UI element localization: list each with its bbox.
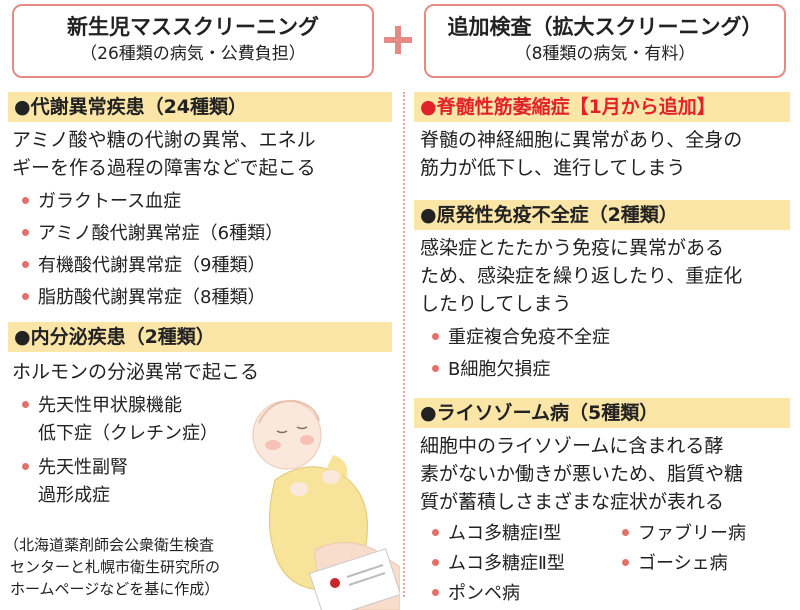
lysosomal-desc-line3: 質が蓄積しさまざまな症状が表れる — [420, 491, 725, 513]
left-box-subtitle: （26種類の病気・公費負担） — [80, 44, 306, 64]
section-header-metabolic: ●代謝異常疾患（24種類） — [8, 92, 392, 122]
immuno-item: 重症複合免疫不全症 — [432, 324, 610, 352]
source-note-line3: ホームページなどを基に作成） — [10, 580, 220, 598]
endocrine-desc: ホルモンの分泌異常で起こる — [12, 361, 260, 383]
lysosomal-desc-line2: 素がないか働きが悪いため、脂質や糖 — [420, 463, 744, 485]
sma-desc-line1: 脊髄の神経細胞に異常があり、全身の — [420, 129, 743, 151]
screening-box-left: 新生児マススクリーニング （26種類の病気・公費負担） — [12, 4, 374, 78]
section-header-sma: ●脊髄性筋萎縮症【1月から追加】 — [414, 92, 790, 122]
lysosomal-desc-line1: 細胞中のライソゾームに含まれる酵 — [420, 435, 724, 457]
lysosomal-item: ファブリー病 — [622, 520, 746, 548]
endocrine-item: 先天性甲状腺機能 — [22, 392, 182, 420]
immuno-desc-line3: したりしてしまう — [420, 293, 572, 315]
right-box-subtitle: （8種類の病気・有料） — [514, 44, 696, 64]
metabolic-desc-line2: ギーを作る過程の障害などで起こる — [12, 157, 316, 179]
left-box-title: 新生児マススクリーニング — [67, 15, 319, 39]
baby-illustration — [252, 399, 400, 610]
screening-box-right: 追加検査（拡大スクリーニング） （8種類の病気・有料） — [424, 4, 786, 78]
metabolic-item: 脂肪酸代謝異常症（8種類） — [22, 284, 265, 312]
metabolic-item: アミノ酸代謝異常症（6種類） — [22, 220, 283, 248]
lysosomal-item: ムコ多糖症Ⅱ型 — [432, 550, 565, 578]
endocrine-item: 先天性副腎 — [22, 454, 128, 482]
lysosomal-item: ポンペ病 — [432, 580, 520, 608]
section-header-immunodeficiency: ●原発性免疫不全症（2種類） — [414, 200, 790, 230]
metabolic-desc-line1: アミノ酸や糖の代謝の異常、エネル — [12, 129, 316, 151]
column-divider — [403, 92, 405, 597]
lysosomal-item: ゴーシェ病 — [622, 550, 728, 578]
plus-icon — [384, 26, 412, 54]
section-header-lysosomal: ●ライソゾーム病（5種類） — [414, 398, 790, 428]
section-header-endocrine: ●内分泌疾患（2種類） — [8, 322, 392, 352]
sma-desc-line2: 筋力が低下し、進行してしまう — [420, 157, 686, 179]
source-note-line2: センターと札幌市衛生研究所の — [10, 558, 221, 576]
endocrine-item-cont: 過形成症 — [38, 485, 110, 506]
immuno-item: B細胞欠損症 — [432, 356, 550, 384]
immuno-desc-line2: ため、感染症を繰り返したり、重症化 — [420, 265, 743, 287]
right-box-title: 追加検査（拡大スクリーニング） — [447, 15, 763, 39]
source-note-line1: （北海道薬剤師会公衆衛生検査 — [4, 536, 215, 554]
immuno-desc-line1: 感染症とたたかう免疫に異常がある — [420, 237, 725, 259]
metabolic-item: ガラクトース血症 — [22, 188, 181, 216]
endocrine-item-cont: 低下症（クレチン症） — [38, 423, 218, 444]
metabolic-item: 有機酸代謝異常症（9種類） — [22, 252, 265, 280]
lysosomal-item: ムコ多糖症Ⅰ型 — [432, 520, 561, 548]
